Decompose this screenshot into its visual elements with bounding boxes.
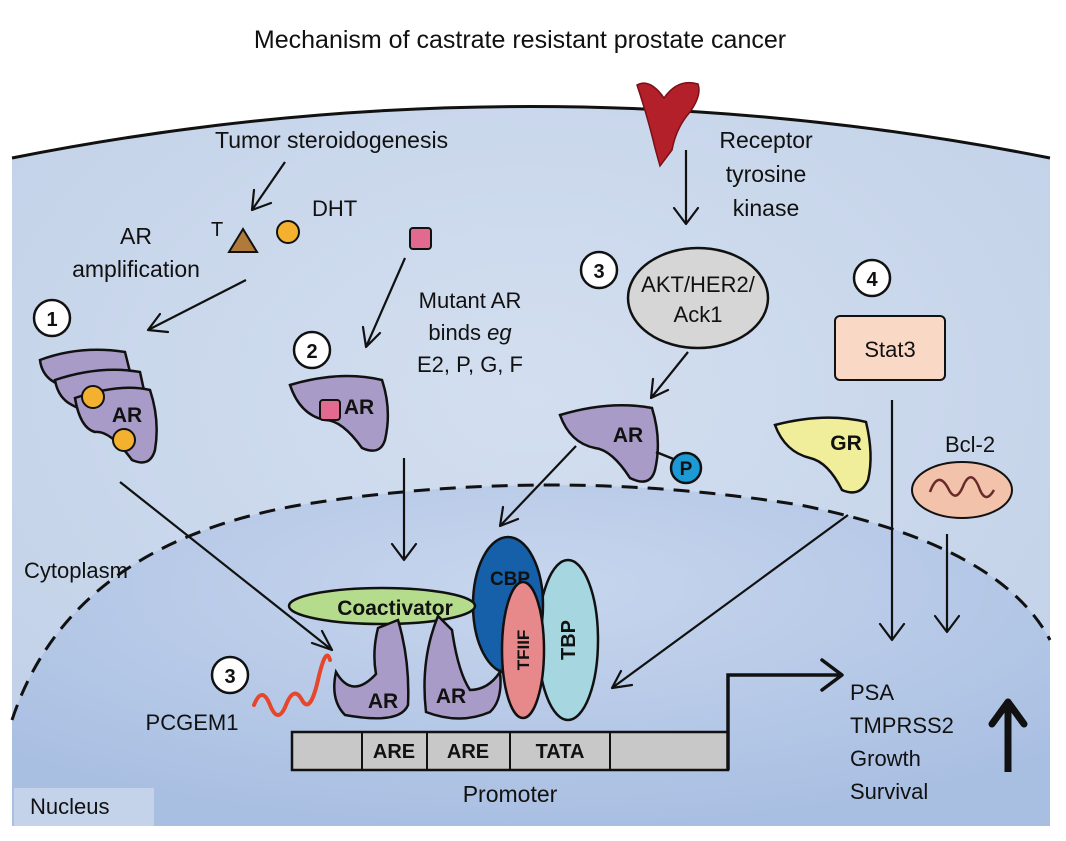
diagram-title: Mechanism of castrate resistant prostate…: [254, 26, 786, 54]
svg-text:1: 1: [46, 309, 57, 331]
svg-text:AKT/HER2/: AKT/HER2/: [641, 272, 756, 297]
svg-text:Ack1: Ack1: [674, 302, 723, 327]
phospho-icon: [669, 451, 703, 485]
phospho-bond: [655, 450, 677, 462]
output-gene: Growth: [850, 746, 921, 771]
bcl2-mitochondrion-icon: [911, 461, 1013, 519]
tfiif: TFIIF: [500, 580, 546, 720]
phosphorylated-ar: AR P: [558, 404, 703, 485]
kinase-to-ar-arrowhead: [649, 377, 670, 400]
step-4-badge: 4: [852, 258, 892, 298]
receptor-tyrosine-kinase-icon: [636, 81, 700, 168]
pcgem1-lncrna-icon: [252, 653, 332, 717]
amplified-ar-stack: AR: [38, 348, 158, 464]
stat3-arrowhead: [878, 622, 906, 642]
ligand-to-amplified-ar-arrow: [147, 279, 247, 331]
amplified-ar-to-nucleus-arrowhead: [310, 629, 334, 652]
mutant-ligand-icon: [409, 227, 432, 250]
mutant-ligand-arrowhead: [361, 325, 382, 349]
upregulation-arrow-icon: [988, 698, 1028, 772]
transcription-start-arrow: [726, 673, 842, 770]
steroidogenesis-arrow: [251, 161, 286, 211]
amplified-ar-label: AR: [112, 404, 142, 427]
mutant-ar-label: AR: [344, 396, 374, 419]
svg-text:4: 4: [866, 269, 878, 291]
phosphorylated-ar-label: AR: [613, 424, 643, 447]
rtk-line1: Receptor: [719, 127, 813, 153]
akt-her2-ack1-kinase: AKT/HER2/ Ack1: [626, 246, 770, 350]
svg-text:Stat3: Stat3: [864, 337, 915, 362]
coactivator: Coactivator: [287, 586, 477, 626]
kinase-to-ar-arrow: [650, 351, 689, 399]
mutant-ar-line1: Mutant AR: [419, 288, 522, 313]
rtk-line3: kinase: [733, 195, 799, 221]
step-3-nuclear-badge: 3: [210, 655, 250, 695]
svg-text:2: 2: [306, 341, 317, 363]
nucleus-label-bg: [14, 788, 154, 826]
gr-arrowhead: [610, 669, 634, 690]
promoter-element: ARE: [373, 741, 415, 763]
pcgem1-label: PCGEM1: [146, 710, 239, 735]
rtk-arrowhead: [672, 206, 700, 226]
svg-text:AR: AR: [436, 685, 466, 708]
svg-text:AR: AR: [368, 690, 398, 713]
gr-arrow: [611, 514, 849, 689]
promoter-element: TATA: [536, 741, 585, 763]
step-2-badge: 2: [292, 330, 332, 370]
step-3-badge: 3: [579, 250, 619, 290]
dht-bound-icon: [112, 428, 136, 452]
tumor-steroidogenesis-label: Tumor steroidogenesis: [215, 127, 448, 153]
ar-dimer-right: AR: [423, 613, 502, 720]
svg-text:3: 3: [224, 666, 235, 688]
phospho-ar-to-nucleus-arrowhead: [498, 505, 520, 528]
transcription-start-arrowhead: [820, 658, 844, 692]
dht-bound-icon: [81, 385, 105, 409]
cell-membrane: [11, 105, 1051, 160]
promoter-label: Promoter: [463, 781, 558, 807]
output-gene: TMPRSS2: [850, 713, 954, 738]
nuclear-envelope: [10, 483, 1052, 721]
phospho-label: P: [680, 459, 693, 480]
mutant-ar-line3: E2, P, G, F: [417, 352, 523, 377]
bcl2-arrowhead: [933, 614, 961, 634]
steroidogenesis-arrowhead: [250, 188, 273, 212]
promoter-element: ARE: [447, 741, 489, 763]
stat3-box: Stat3: [834, 315, 946, 381]
glucocorticoid-receptor: GR: [773, 416, 872, 494]
bcl2-label: Bcl-2: [945, 432, 995, 457]
svg-text:TBP: TBP: [558, 620, 580, 660]
svg-text:Coactivator: Coactivator: [337, 597, 453, 620]
output-gene: Survival: [850, 779, 928, 804]
rtk-line2: tyrosine: [726, 161, 807, 187]
testosterone-label: T: [211, 219, 223, 241]
amplified-ar-to-nucleus-arrow: [119, 481, 333, 651]
svg-text:3: 3: [593, 261, 604, 283]
nucleus-label: Nucleus: [30, 794, 109, 819]
dht-icon: [276, 220, 300, 244]
promoter-dna: ARE ARE TATA: [290, 730, 730, 772]
output-gene: PSA: [850, 680, 894, 705]
step-1-badge: 1: [32, 298, 72, 338]
mutant-ar-to-nucleus-arrowhead: [390, 542, 418, 562]
ar-dimer-left: AR: [333, 618, 410, 720]
ligand-to-amplified-ar-arrowhead: [146, 312, 170, 334]
dht-label: DHT: [312, 196, 357, 221]
tbp: TBP: [536, 558, 600, 722]
svg-text:GR: GR: [830, 432, 862, 455]
ar-amplification-line2: amplification: [72, 256, 200, 282]
mutant-ar: AR: [288, 374, 390, 452]
mutant-ar-line2: binds eg: [428, 320, 512, 345]
mutant-ligand-bound-icon: [319, 399, 341, 421]
svg-text:TFIIF: TFIIF: [514, 630, 533, 671]
cytoplasm-label: Cytoplasm: [24, 558, 128, 583]
ar-amplification-line1: AR: [120, 223, 152, 249]
mutant-ligand-arrow: [364, 257, 407, 348]
phospho-ar-to-nucleus-arrow: [499, 445, 577, 527]
testosterone-icon: [227, 227, 259, 253]
